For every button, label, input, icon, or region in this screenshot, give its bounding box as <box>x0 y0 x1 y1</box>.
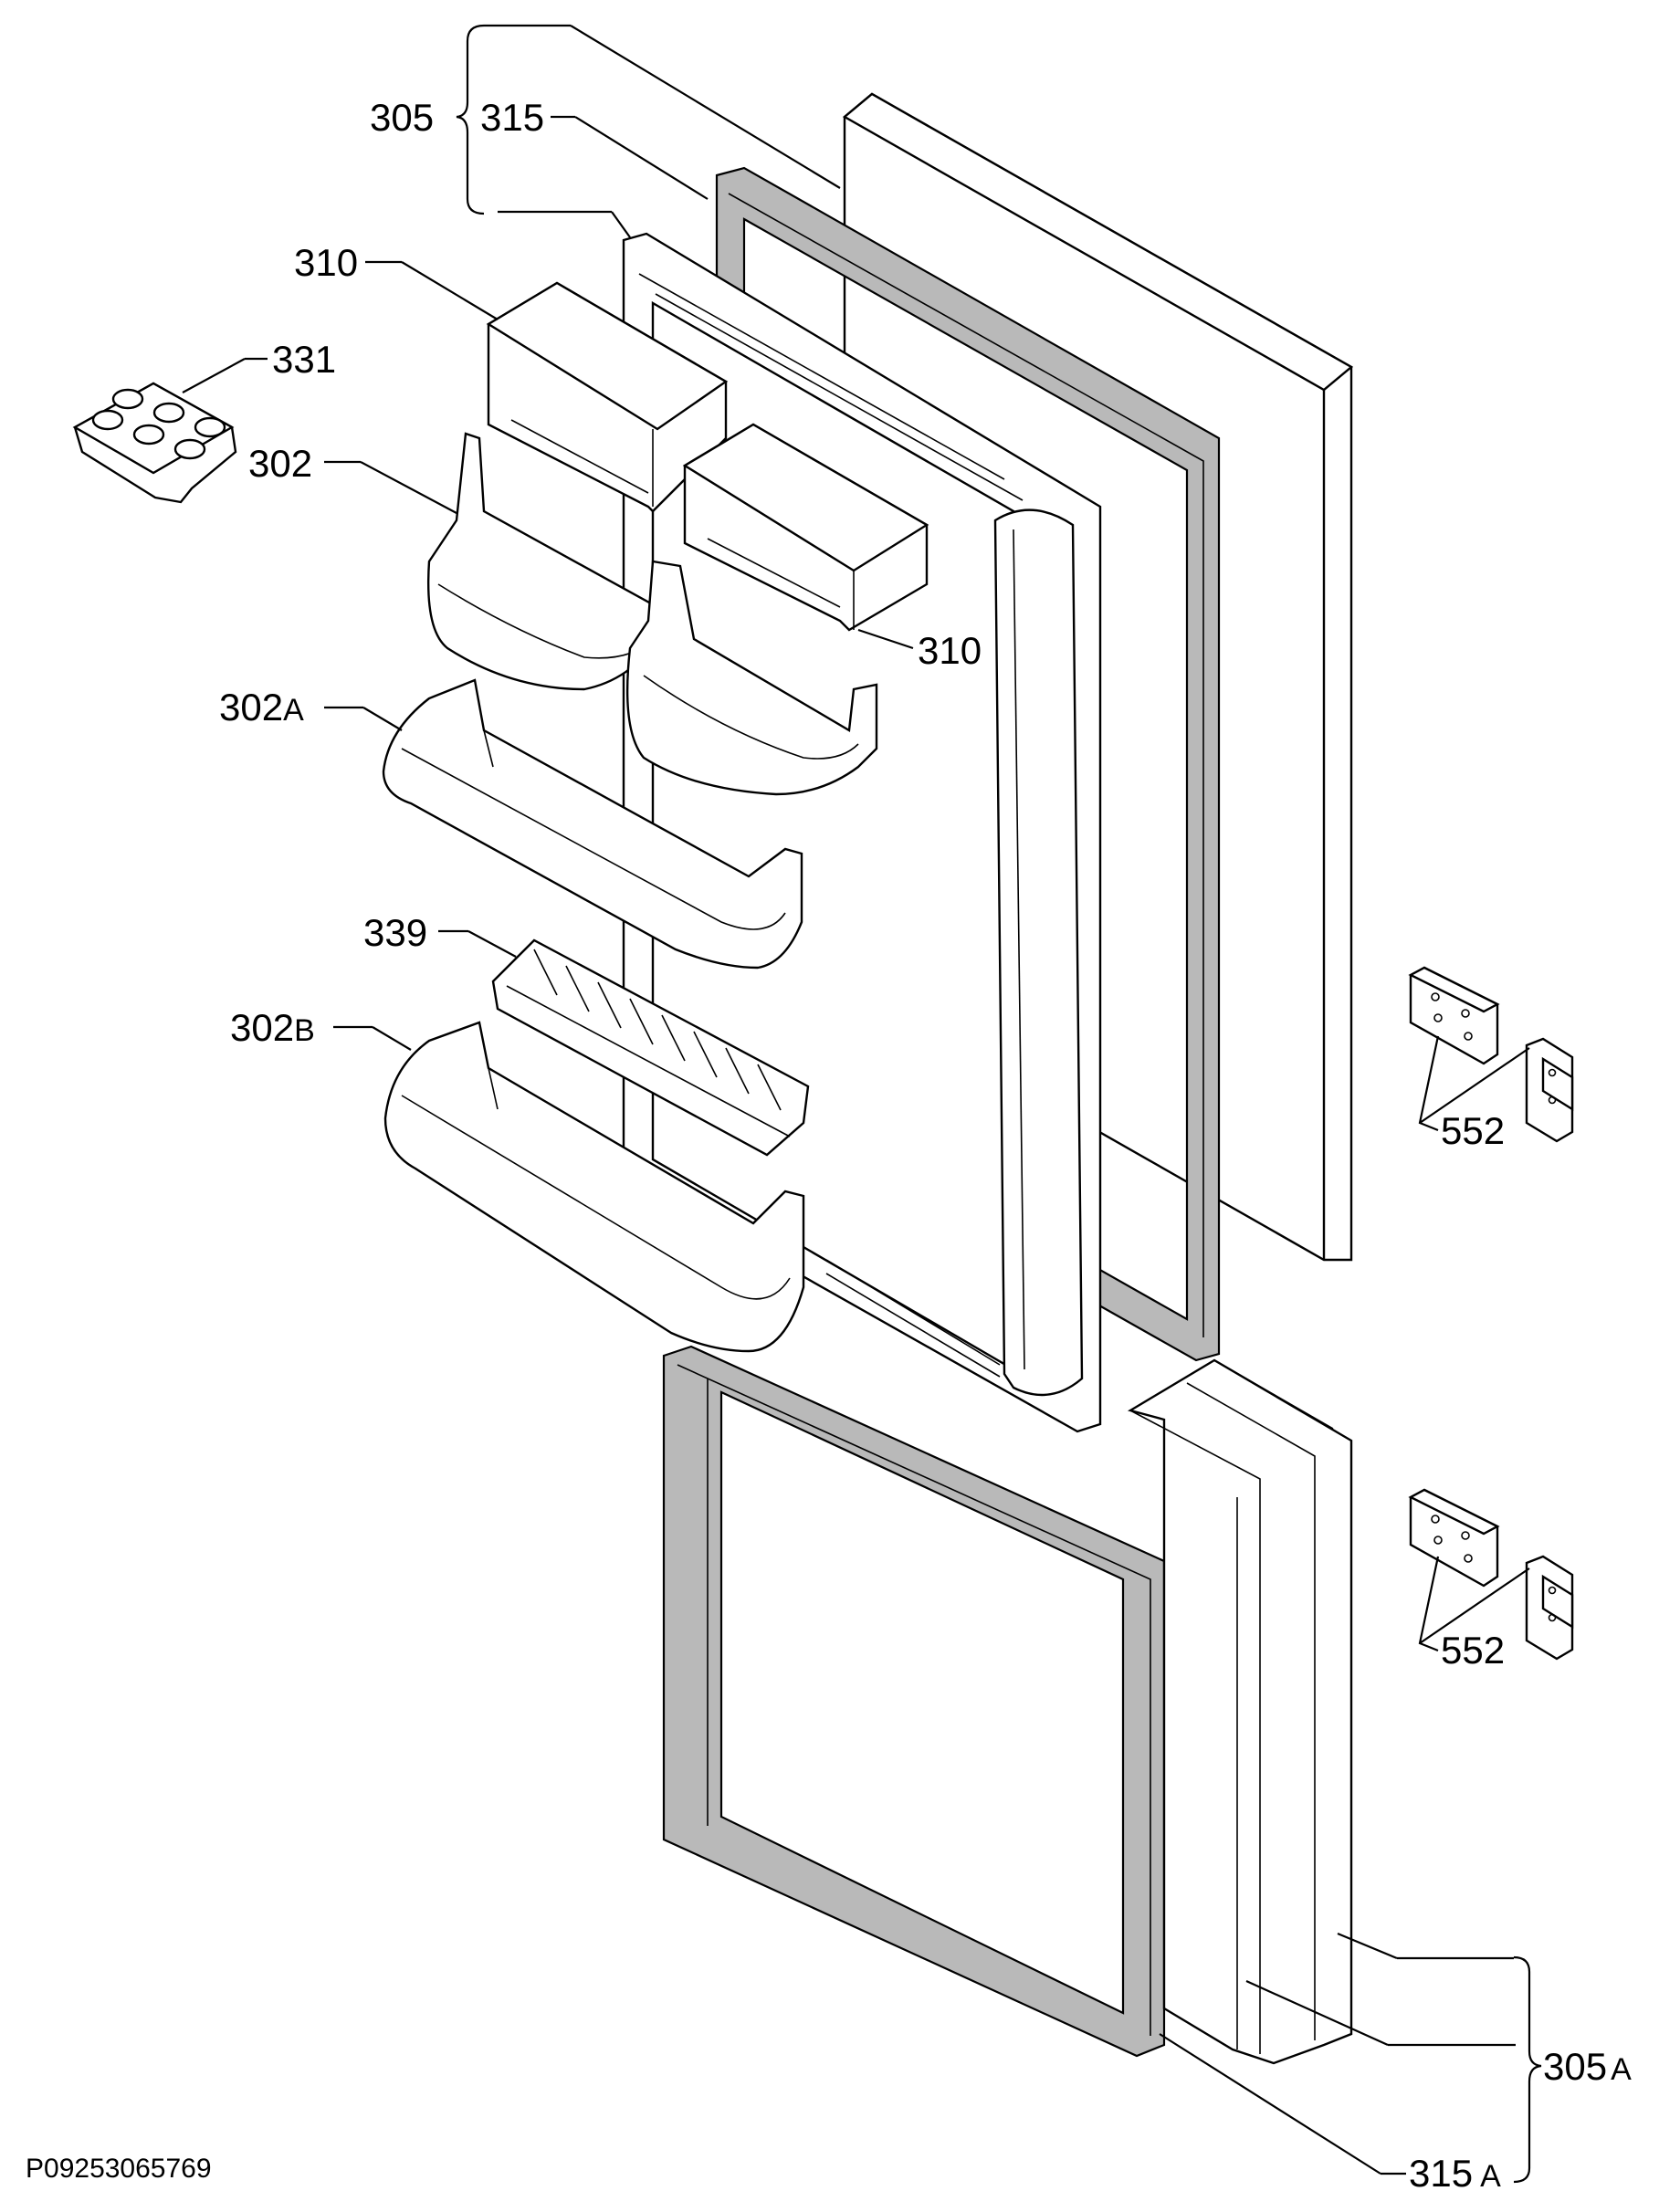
hinge-bracket-lower <box>1408 1488 1574 1661</box>
butter-compartment-right <box>682 423 929 632</box>
label-302A: 302A <box>219 686 304 729</box>
label-315: 315 <box>480 96 544 139</box>
door-shelf-302A <box>382 678 803 970</box>
butter-compartment-left <box>486 281 729 513</box>
label-310-top: 310 <box>294 241 358 284</box>
label-331: 331 <box>272 338 336 381</box>
egg-tray <box>72 382 237 504</box>
drawing-code: P09253065769 <box>26 2154 212 2184</box>
lower-door-gasket <box>662 1345 1166 2058</box>
callout-labels: 305 315 310 331 302 310 302A 339 302B 55… <box>26 96 1632 2191</box>
label-302: 302 <box>248 442 312 485</box>
bottle-guard-339 <box>491 938 810 1157</box>
label-305: 305 <box>370 96 434 139</box>
leader-lines <box>182 24 1542 2184</box>
door-shelf-302B <box>383 1021 805 1353</box>
label-552-upper: 552 <box>1441 1109 1505 1152</box>
label-339: 339 <box>363 911 427 954</box>
label-310-right: 310 <box>918 629 982 672</box>
lower-door-panel <box>1127 1358 1353 2065</box>
label-302B: 302B <box>230 1006 315 1049</box>
hinge-bracket-upper <box>1408 966 1574 1143</box>
small-shelf-right <box>625 560 878 796</box>
label-552-lower: 552 <box>1441 1629 1505 1672</box>
